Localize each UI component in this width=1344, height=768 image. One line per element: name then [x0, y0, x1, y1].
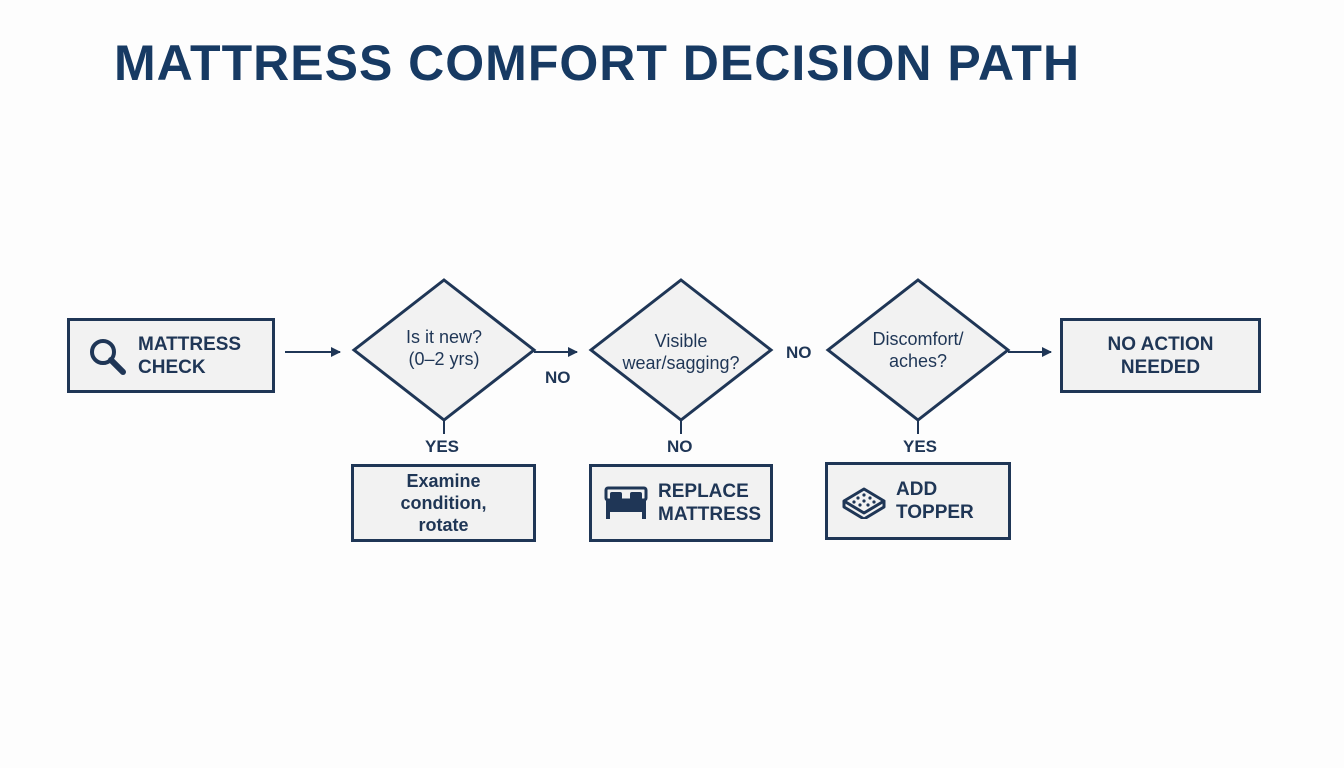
- magnifier-icon: [90, 338, 126, 375]
- page-title: MATTRESS COMFORT DECISION PATH: [114, 35, 1081, 91]
- node-no-action-line1: NO ACTION: [1107, 333, 1214, 355]
- label-wear-no-right: NO: [786, 343, 812, 362]
- label-new-no: NO: [545, 368, 571, 387]
- topper-icon: [842, 487, 886, 519]
- node-no-action-line2: NEEDED: [1120, 356, 1201, 378]
- node-topper-line1: ADD: [896, 479, 938, 500]
- diamond-is-new-line1: Is it new?: [405, 327, 483, 347]
- diamond-visible-wear-line1: Visible: [654, 331, 708, 351]
- diamond-is-new-line2: (0–2 yrs): [408, 349, 480, 369]
- node-examine-line2: condition,: [400, 493, 487, 513]
- node-replace-mattress: REPLACE MATTRESS: [589, 464, 773, 542]
- node-mattress-check-line1: MATTRESS: [138, 333, 242, 355]
- node-mattress-check-line2: CHECK: [138, 356, 206, 378]
- diamond-discomfort-line1: Discomfort/: [872, 329, 964, 349]
- bed-icon: [604, 486, 648, 519]
- label-wear-no-down: NO: [667, 437, 693, 456]
- diamond-discomfort-line2: aches?: [888, 351, 948, 371]
- diamond-discomfort-text: Discomfort/ aches?: [848, 324, 988, 376]
- diamond-visible-wear-text: Visible wear/sagging?: [591, 326, 771, 378]
- node-no-action-needed: NO ACTION NEEDED: [1060, 318, 1261, 393]
- node-replace-line2: MATTRESS: [658, 504, 762, 525]
- node-examine-condition: Examine condition, rotate: [351, 464, 536, 542]
- node-add-topper: ADD TOPPER: [825, 462, 1011, 540]
- label-new-yes: YES: [425, 437, 460, 456]
- diamond-visible-wear-line2: wear/sagging?: [622, 353, 740, 373]
- node-examine-line1: Examine: [406, 471, 481, 491]
- node-examine-line3: rotate: [418, 515, 469, 535]
- node-mattress-check: MATTRESS CHECK: [67, 318, 275, 393]
- label-discomfort-yes: YES: [903, 437, 938, 456]
- diamond-is-new-text: Is it new? (0–2 yrs): [374, 322, 514, 374]
- node-replace-line1: REPLACE: [658, 481, 749, 502]
- node-topper-line2: TOPPER: [896, 502, 974, 523]
